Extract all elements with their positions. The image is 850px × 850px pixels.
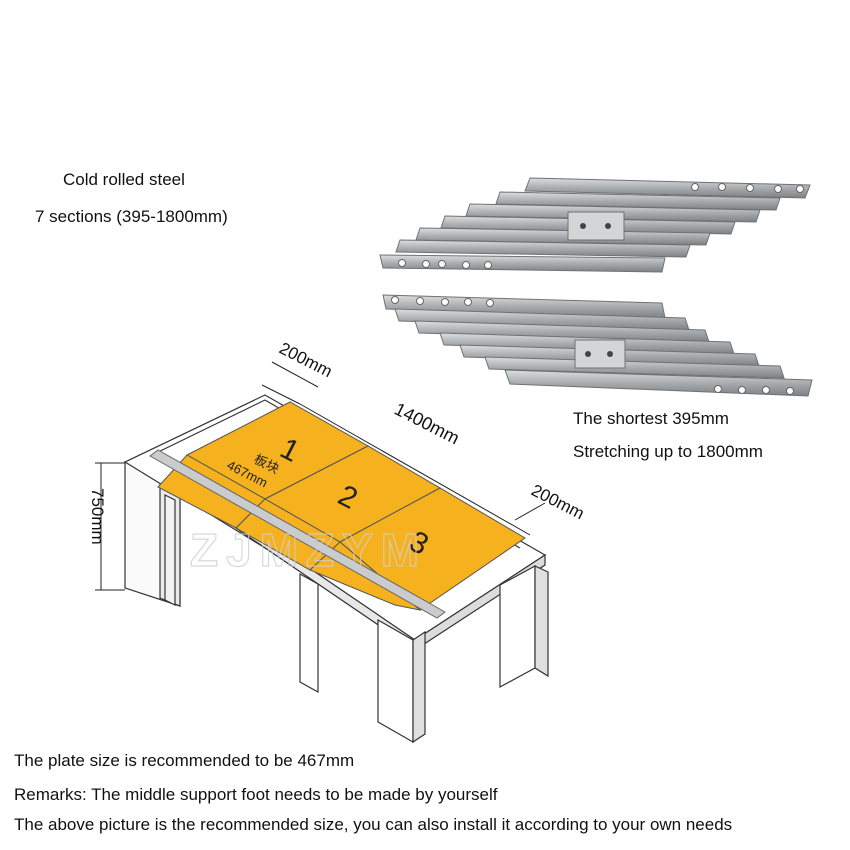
dimension-lines	[95, 361, 546, 591]
center-rail	[149, 449, 446, 619]
dim-length-label: 1400mm	[391, 399, 462, 449]
dim-top-label: 200mm	[276, 339, 335, 382]
spec-shortest: The shortest 395mm	[573, 409, 729, 428]
upper-slide-image	[379, 177, 811, 273]
dim-height-label: 750mm	[88, 488, 107, 545]
spec-material: Cold rolled steel	[63, 170, 185, 189]
spec-stretch: Stretching up to 1800mm	[573, 442, 763, 461]
note-plate-size: The plate size is recommended to be 467m…	[14, 751, 355, 770]
lower-slide-image	[382, 294, 813, 397]
note-remarks: Remarks: The middle support foot needs t…	[14, 785, 498, 804]
spec-sections: 7 sections (395-1800mm)	[35, 207, 228, 226]
note-recommendation: The above picture is the recommended siz…	[14, 815, 733, 834]
dim-right-label: 200mm	[528, 481, 587, 524]
watermark: ZJMZYM	[190, 524, 427, 576]
